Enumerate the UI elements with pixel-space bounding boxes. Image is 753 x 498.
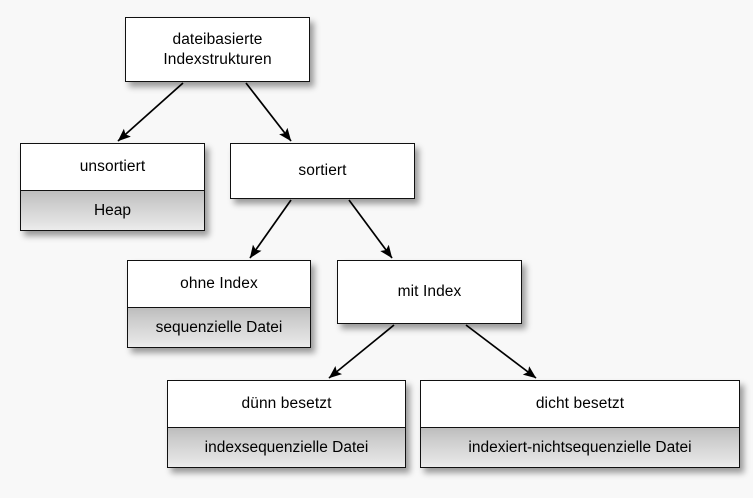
node-title: dünn besetzt — [168, 381, 405, 427]
node-title: dateibasierte Indexstrukturen — [126, 18, 309, 81]
node-duenn-besetzt[interactable]: dünn besetzt indexsequenzielle Datei — [167, 380, 406, 468]
node-title: unsortiert — [21, 144, 204, 190]
node-subpanel-indexsequenzielle-datei: indexsequenzielle Datei — [168, 427, 405, 467]
node-subpanel-heap: Heap — [21, 190, 204, 230]
node-title: sortiert — [231, 144, 414, 198]
edge-sortiert-to-mit-index — [348, 199, 393, 259]
node-title: mit Index — [338, 261, 521, 323]
node-dateibasierte-indexstrukturen[interactable]: dateibasierte Indexstrukturen — [125, 17, 310, 82]
edge-root-to-sortiert — [245, 82, 292, 142]
node-unsortiert[interactable]: unsortiert Heap — [20, 143, 205, 231]
edge-mit-index-to-dicht-besetzt — [465, 324, 537, 379]
node-ohne-index[interactable]: ohne Index sequenzielle Datei — [127, 260, 311, 348]
node-subpanel-sequenzielle-datei: sequenzielle Datei — [128, 307, 310, 347]
edge-mit-index-to-duenn-besetzt — [328, 324, 395, 379]
node-subpanel-indexiert-nichtsequenzielle-datei: indexiert-nichtsequenzielle Datei — [421, 427, 739, 467]
node-title: ohne Index — [128, 261, 310, 307]
node-title: dicht besetzt — [421, 381, 739, 427]
edge-sortiert-to-ohne-index — [249, 199, 292, 259]
node-mit-index[interactable]: mit Index — [337, 260, 522, 324]
node-dicht-besetzt[interactable]: dicht besetzt indexiert-nichtsequenziell… — [420, 380, 740, 468]
node-sortiert[interactable]: sortiert — [230, 143, 415, 199]
edge-root-to-unsortiert — [117, 82, 184, 142]
